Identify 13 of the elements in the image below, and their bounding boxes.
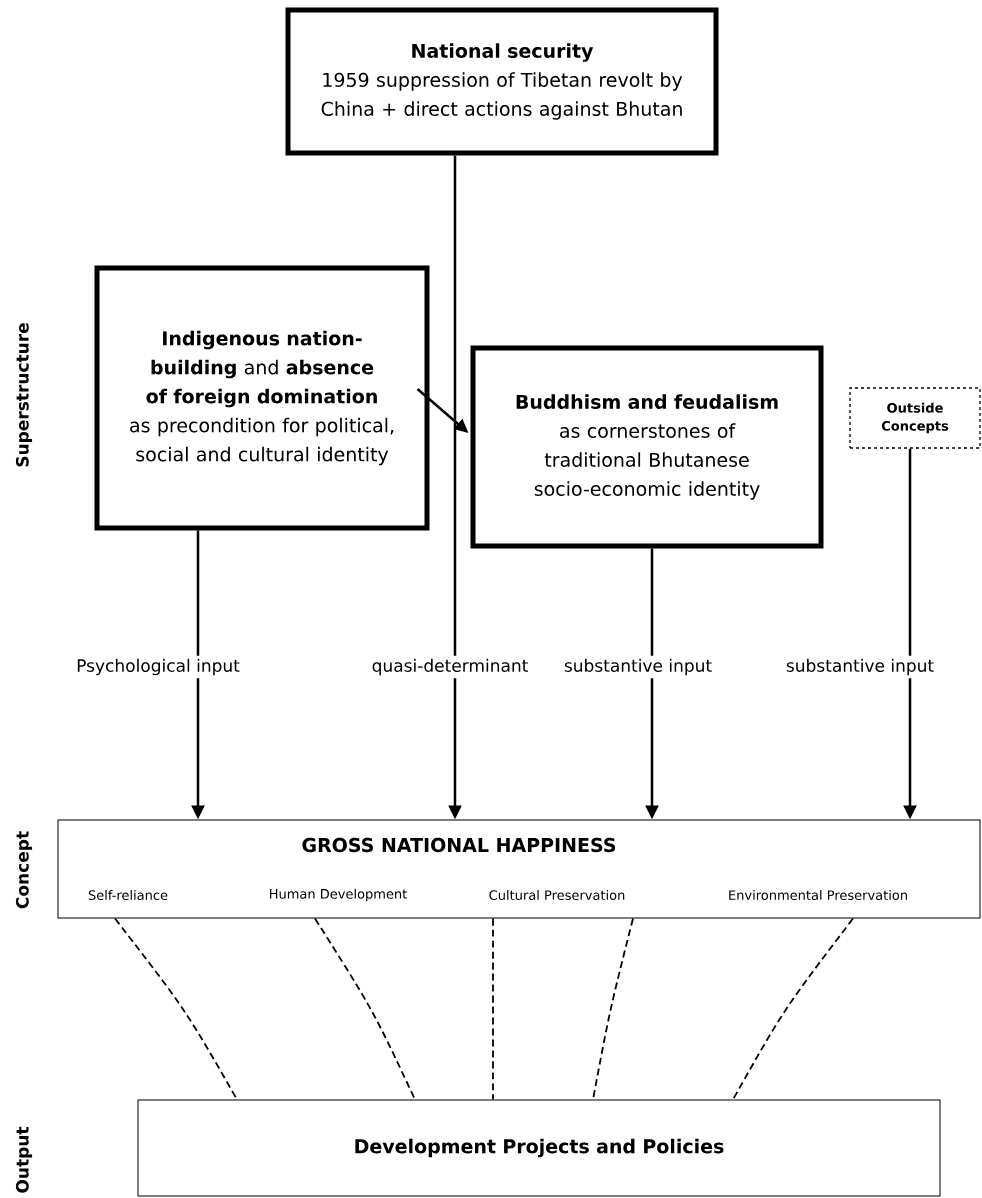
outside-concepts-box: Outside Concepts [849, 387, 981, 449]
buddhism-box: Buddhism and feudalism as cornerstones of traditional Bhutanese socio-economic identity [470, 345, 824, 549]
gnh-box: GROSS NATIONAL HAPPINESS Self-reliance Human Development Cultural Preservation Environmental Preservation [57, 819, 981, 919]
security-box: National security 1959 suppression of Tibetan revolt by China + direct actions against Bhutan [285, 7, 719, 156]
level-label: Superstructure [15, 323, 33, 467]
edge-label: substantive input [782, 655, 938, 679]
output-box: Development Projects and Policies [137, 1099, 941, 1197]
edge-label: quasi-determinant [368, 655, 532, 679]
level-label: Output [15, 1126, 33, 1193]
level-label: Concept [15, 831, 33, 909]
edge-label: Psychological input [73, 655, 243, 679]
edge-label: substantive input [560, 655, 716, 679]
nation-building-box: Indigenous nation-building and absence of foreign domination as precondition for political, social and cultural identity [94, 265, 430, 531]
